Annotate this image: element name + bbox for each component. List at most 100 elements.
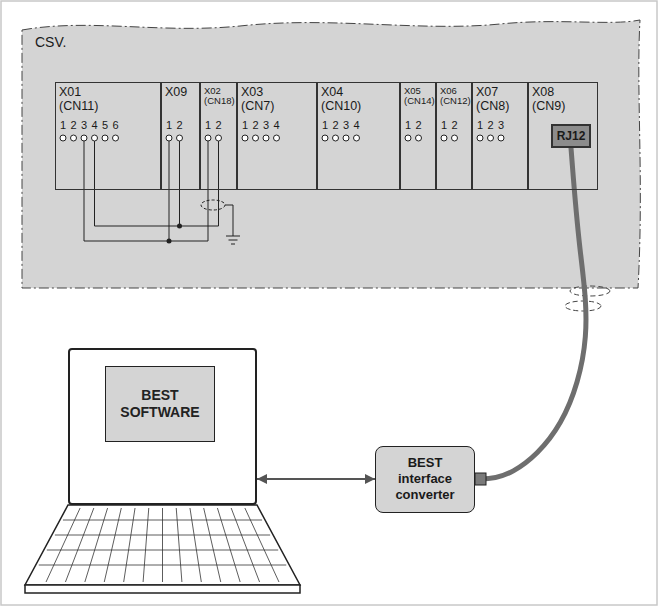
connector-name: X04 (CN10) (321, 86, 361, 114)
pin-number: 3 (260, 120, 272, 131)
device-panel (22, 20, 640, 288)
connector-name: X08 (CN9) (532, 86, 565, 114)
wiring (84, 141, 240, 244)
ground-symbol (226, 236, 240, 244)
pin-number: 2 (449, 120, 461, 131)
keyboard (25, 505, 300, 585)
connector-name: X03 (CN7) (241, 86, 274, 114)
pin-terminal (166, 135, 172, 141)
pin-terminal (477, 135, 483, 141)
key-column (162, 508, 163, 582)
pin-terminals (60, 135, 504, 141)
pin-number: 1 (402, 120, 414, 131)
pin-terminal (71, 135, 77, 141)
pin-number: 1 (474, 120, 486, 131)
pin-terminal (498, 135, 504, 141)
connector-name: X02 (CN18) (204, 86, 235, 107)
connector-name: X06 (CN12) (440, 86, 471, 107)
keyboard-edge (25, 585, 300, 593)
connector-block: X05 (CN14) 12 (400, 82, 436, 190)
pin-number: 5 (99, 120, 111, 131)
pin-number: 4 (89, 120, 101, 131)
pin-terminal (216, 135, 222, 141)
pin-terminal (322, 135, 328, 141)
pin-number: 6 (110, 120, 122, 131)
connector-block: X02 (CN18) 12 (200, 82, 237, 190)
connector-block: X01 (CN11) 123456 (55, 82, 161, 190)
pin-terminal (242, 135, 248, 141)
pin-terminal (205, 135, 211, 141)
pin-terminal (343, 135, 349, 141)
wire (179, 141, 180, 226)
shield (201, 200, 225, 210)
pin-terminal (452, 135, 458, 141)
pin-number: 2 (68, 120, 80, 131)
interface-cable (475, 148, 586, 479)
pin-terminal (92, 135, 98, 141)
pin-terminal (60, 135, 66, 141)
device-name: CSV. (35, 34, 66, 50)
pin-number: 2 (213, 120, 225, 131)
pin-number: 2 (250, 120, 262, 131)
connector-name: X09 (165, 86, 187, 100)
key-column (104, 508, 121, 582)
junction-dot (177, 224, 182, 229)
key-column (176, 508, 182, 582)
pin-terminal (405, 135, 411, 141)
connector-block: RJ12 X08 (CN9) (528, 82, 598, 190)
pin-number: 3 (495, 120, 507, 131)
pin-number: 1 (202, 120, 214, 131)
key-column (65, 508, 93, 582)
pin-terminal (113, 135, 119, 141)
pin-terminal (253, 135, 259, 141)
pin-number: 1 (438, 120, 450, 131)
key-column (124, 508, 135, 582)
pin-number: 3 (340, 120, 352, 131)
clamp-ellipse (570, 286, 610, 296)
socket-label: RJ12 (557, 129, 586, 143)
keyboard-keys (39, 508, 287, 582)
pin-terminal (333, 135, 339, 141)
pin-number: 4 (351, 120, 363, 131)
converter-name: BEST interface converter (385, 455, 465, 504)
pin-terminal (81, 135, 87, 141)
connector-block: X06 (CN12) 12 (436, 82, 472, 190)
key-column (204, 508, 221, 582)
connector-block: X09 12 (161, 82, 200, 190)
pin-terminal (354, 135, 360, 141)
pin-number: 2 (413, 120, 425, 131)
key-column (231, 508, 259, 582)
key-column (143, 508, 149, 582)
screen: BEST SOFTWARE (105, 366, 215, 442)
pin-terminal (416, 135, 422, 141)
connector-name: X05 (CN14) (404, 86, 435, 107)
key-column (245, 508, 279, 582)
pin-number: 1 (57, 120, 69, 131)
connector-name: X01 (CN11) (59, 86, 98, 114)
pin-number: 1 (319, 120, 331, 131)
pin-number: 2 (174, 120, 186, 131)
pin-number: 1 (163, 120, 175, 131)
pin-number: 4 (271, 120, 283, 131)
pin-terminal (263, 135, 269, 141)
pin-number: 2 (485, 120, 497, 131)
connector-block: X07 (CN8) 123 (472, 82, 528, 190)
converter-box: BEST interface converter (375, 446, 475, 513)
wire (225, 205, 233, 236)
key-column (85, 508, 108, 582)
connector-block: X04 (CN10) 1234 (317, 82, 400, 190)
pin-number: 3 (78, 120, 90, 131)
pin-terminal (441, 135, 447, 141)
pin-terminal (177, 135, 183, 141)
computer-monitor: BEST SOFTWARE (68, 348, 257, 505)
connector-block: X03 (CN7) 1234 (237, 82, 317, 190)
pin-terminal (274, 135, 280, 141)
pin-number: 1 (239, 120, 251, 131)
connector-name: X07 (CN8) (476, 86, 509, 114)
pin-terminal (102, 135, 108, 141)
cable-plug (475, 473, 486, 485)
key-column (46, 508, 80, 582)
pin-number: 2 (330, 120, 342, 131)
key-column (190, 508, 201, 582)
